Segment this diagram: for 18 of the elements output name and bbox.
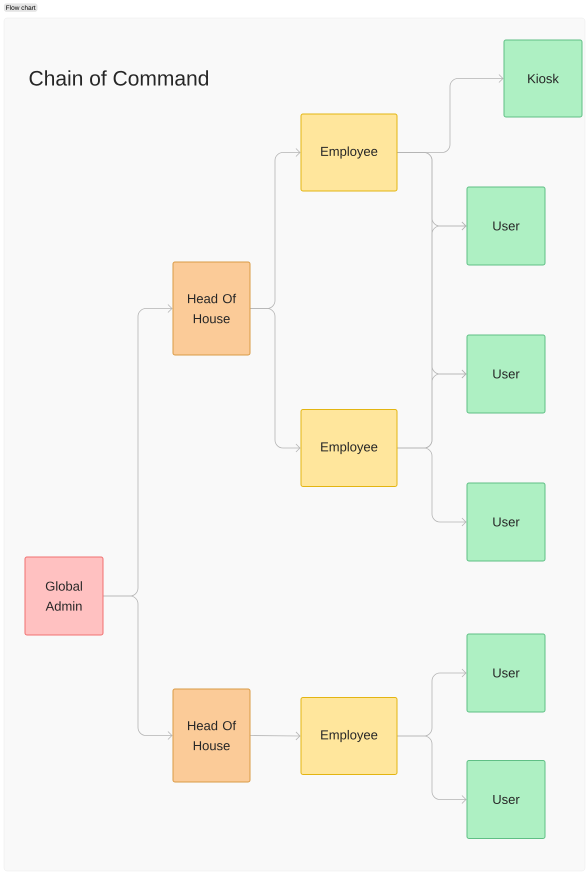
user-box: User [466,334,546,414]
arrow [103,596,172,740]
kiosk-box: Kiosk [504,40,582,118]
user-box: User [466,482,546,562]
arrow [397,448,466,526]
user-box: User [466,634,546,712]
head-box: Head Of House [172,262,250,356]
arrow [250,732,300,740]
employee-box: Employee [300,409,398,487]
arrow [250,308,300,452]
arrow [397,736,466,804]
admin-box: Global Admin [24,556,104,636]
head-box: Head Of House [172,688,250,782]
title: Chain of Command [30,70,208,86]
employee-box: Employee [300,697,398,775]
user-box: User [466,760,546,839]
employee-box: Employee [300,114,398,192]
user-box: User [466,186,546,266]
